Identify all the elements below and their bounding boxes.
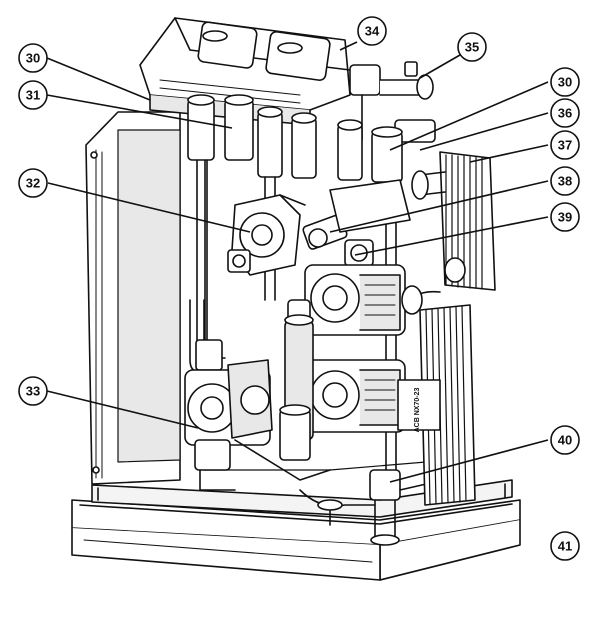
callout-circle: [18, 43, 48, 73]
callout-circle: [18, 168, 48, 198]
callout-label: 33: [26, 384, 40, 399]
callout-32: 32: [18, 168, 48, 198]
plate-heat-exchanger-upper: [411, 151, 496, 291]
leader-31: [46, 94, 233, 129]
callout-30a: 30: [18, 43, 48, 73]
callout-38: 38: [550, 166, 580, 196]
callout-label: 36: [558, 106, 572, 121]
callout-label: 30: [558, 75, 572, 90]
callout-circle: [357, 16, 387, 46]
callout-circle: [550, 98, 580, 128]
callout-label: 40: [558, 433, 572, 448]
callout-circle: [18, 80, 48, 110]
leader-39: [354, 216, 549, 256]
callout-30b: 30: [550, 67, 580, 97]
callout-label: 35: [465, 40, 479, 55]
callout-circle: [550, 425, 580, 455]
leader-35: [419, 54, 461, 79]
callout-circle: [18, 376, 48, 406]
leader-34: [339, 41, 358, 51]
callout-circle: [457, 32, 487, 62]
callout-circle: [550, 166, 580, 196]
leader-37: [469, 144, 549, 163]
rear-frame: [85, 89, 451, 485]
lower-left-pump: [184, 359, 273, 491]
leader-32: [47, 182, 251, 233]
leader-36: [419, 112, 549, 151]
callout-34: 34: [357, 16, 387, 46]
callout-label: 31: [26, 88, 40, 103]
leader-30-left: [46, 57, 151, 101]
callout-label: 39: [558, 210, 572, 225]
callout-40: 40: [550, 425, 580, 455]
vertical-pipes: [187, 94, 403, 481]
callout-circle: [550, 130, 580, 160]
callout-label: 38: [558, 174, 572, 189]
callout-label: 41: [558, 539, 572, 554]
callout-circle: [550, 531, 580, 561]
leader-40: [389, 439, 549, 483]
leader-30-right: [389, 81, 549, 151]
callout-41: 41: [550, 531, 580, 561]
nameplate-text: ACB NX70-23: [414, 388, 421, 433]
callout-31: 31: [18, 80, 48, 110]
callout-label: 30: [26, 51, 40, 66]
lower-right-pump: [284, 314, 406, 441]
callout-bubbles: 30 31 32 33 34 35 30 36 37 38 39 40 41: [18, 16, 580, 561]
unit-drawing: ACB NX70-23: [71, 17, 521, 581]
callout-37: 37: [550, 130, 580, 160]
base-tray: [71, 479, 521, 581]
callout-label: 32: [26, 176, 40, 191]
leader-38: [329, 180, 549, 233]
callout-36: 36: [550, 98, 580, 128]
callout-circle: [550, 67, 580, 97]
leader-lines: [46, 41, 549, 483]
callout-39: 39: [550, 202, 580, 232]
callout-label: 37: [558, 138, 572, 153]
callout-label: 34: [365, 24, 380, 39]
upper-valve-fittings: [349, 61, 436, 143]
nameplate: ACB NX70-23: [397, 379, 441, 433]
leader-33: [46, 390, 199, 429]
callout-33: 33: [18, 376, 48, 406]
three-way-valve: [227, 194, 306, 276]
callout-35: 35: [457, 32, 487, 62]
callout-circle: [550, 202, 580, 232]
central-fittings: [302, 179, 411, 267]
